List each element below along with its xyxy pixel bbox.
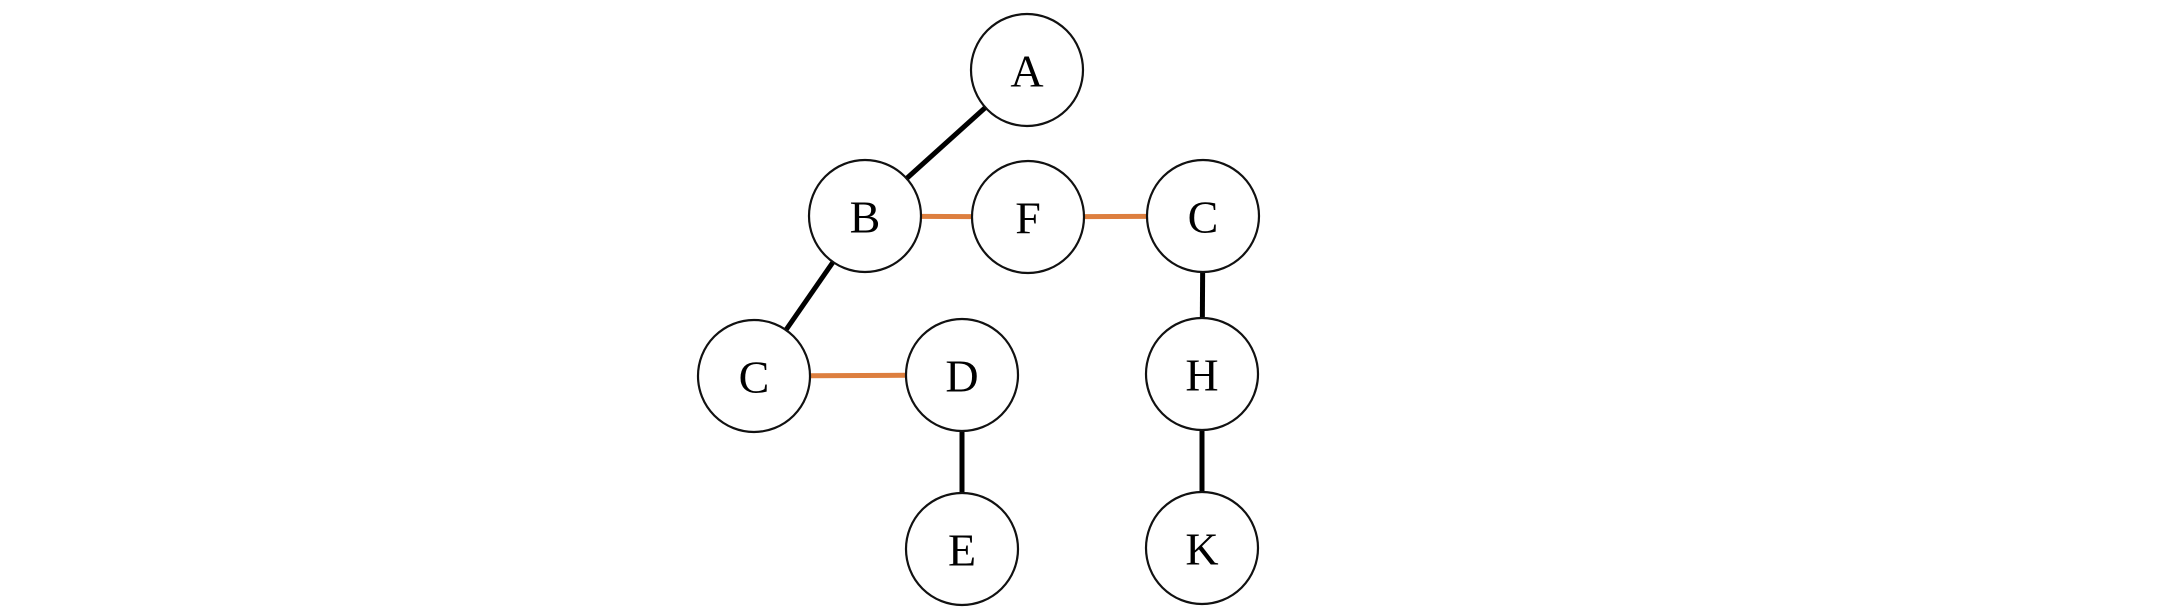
node-label-n8: K xyxy=(1185,524,1218,575)
graph-node-n3[interactable]: C xyxy=(1145,158,1261,274)
node-label-n2: F xyxy=(1015,193,1041,244)
graph-node-n7[interactable]: E xyxy=(904,491,1020,607)
node-circle-n2[interactable] xyxy=(970,159,1086,275)
graph-node-n0[interactable]: A xyxy=(969,12,1085,128)
node-circle-n8[interactable] xyxy=(1144,490,1260,606)
node-label-n1: B xyxy=(850,192,881,243)
edge-layer xyxy=(783,105,1206,493)
graph-node-n5[interactable]: D xyxy=(904,317,1020,433)
node-label-n3: C xyxy=(1188,192,1219,243)
node-circle-n6[interactable] xyxy=(1144,316,1260,432)
node-circle-n1[interactable] xyxy=(807,158,923,274)
graph-node-n1[interactable]: B xyxy=(807,158,923,274)
graph-edge-a-b xyxy=(904,105,988,181)
graph-edge-b-c xyxy=(783,260,836,332)
graph-node-n8[interactable]: K xyxy=(1144,490,1260,606)
graph-node-n4[interactable]: C xyxy=(696,318,812,434)
node-circle-n0[interactable] xyxy=(969,12,1085,128)
node-label-n4: C xyxy=(739,352,770,403)
node-circle-n3[interactable] xyxy=(1145,158,1261,274)
graph-node-n2[interactable]: F xyxy=(970,159,1086,275)
node-label-n5: D xyxy=(945,351,978,402)
node-layer: A B F C C D H E K xyxy=(696,12,1261,607)
node-circle-n5[interactable] xyxy=(904,317,1020,433)
node-label-n6: H xyxy=(1185,350,1218,401)
node-label-n0: A xyxy=(1010,46,1043,97)
graph-node-n6[interactable]: H xyxy=(1144,316,1260,432)
node-label-n7: E xyxy=(948,525,976,576)
node-circle-n7[interactable] xyxy=(904,491,1020,607)
node-circle-n4[interactable] xyxy=(696,318,812,434)
